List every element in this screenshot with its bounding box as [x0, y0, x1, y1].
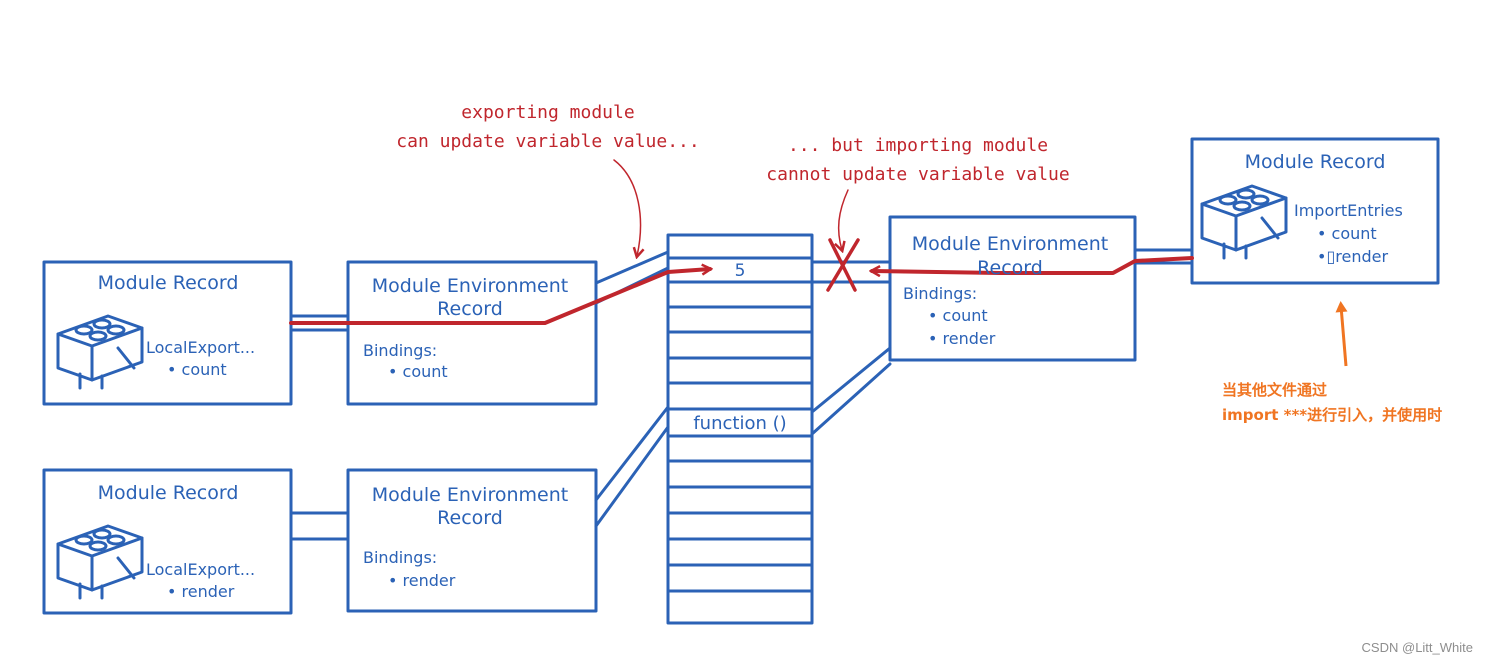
import-blocked-arrow: [872, 256, 1194, 273]
env-record-title-line2: Record: [437, 298, 503, 320]
binding-item: • render: [388, 571, 456, 590]
binding-item: • render: [928, 329, 996, 348]
import-usage-note-line1: 当其他文件通过: [1222, 381, 1328, 399]
memory-slot-value: 5: [735, 261, 746, 281]
import-entries-label: ImportEntries: [1294, 201, 1403, 220]
bindings-label: Bindings:: [903, 284, 977, 303]
watermark: CSDN @Litt_White: [1361, 640, 1473, 655]
env-record-title-line1: Module Environment: [372, 275, 568, 297]
binding-item: • count: [928, 306, 988, 325]
import-usage-note-line2: import ***进行引入，并使用时: [1222, 406, 1443, 424]
env-record-box-count: [346, 260, 598, 406]
import-item: • count: [1317, 224, 1377, 243]
blocked-cross-icon: [826, 238, 860, 292]
env-record-title-line2: Record: [977, 257, 1043, 279]
function-slot-label: function (): [693, 413, 786, 434]
lego-brick-icon: [1200, 184, 1288, 260]
export-update-arrow: [289, 269, 710, 325]
env-record-box-import: [888, 215, 1137, 362]
export-item: • render: [167, 582, 235, 601]
local-export-label: LocalExport...: [146, 338, 255, 357]
memory-column: [666, 233, 814, 625]
module-record-box-render: [42, 468, 293, 615]
module-record-title: Module Record: [98, 272, 239, 294]
env-record-box-render: [346, 468, 598, 613]
bindings-label: Bindings:: [363, 341, 437, 360]
importing-pointer-arrow: [839, 189, 849, 250]
local-export-label: LocalExport...: [146, 560, 255, 579]
importing-annotation-line1: ... but importing module: [788, 135, 1048, 156]
env-record-title-line1: Module Environment: [372, 484, 568, 506]
module-record-box-count: [42, 260, 293, 406]
lego-brick-icon: [56, 524, 144, 600]
import-usage-note: 当其他文件通过 import ***进行引入，并使用时: [1222, 378, 1442, 428]
binding-item: • count: [388, 362, 448, 381]
bindings-label: Bindings:: [363, 548, 437, 567]
exporting-annotation-line1: exporting module: [461, 102, 634, 123]
lego-brick-icon: [56, 314, 144, 390]
module-record-title: Module Record: [98, 482, 239, 504]
env-record-title-line2: Record: [437, 507, 503, 529]
exporting-annotation-line2: can update variable value...: [396, 131, 699, 152]
export-item: • count: [167, 360, 227, 379]
module-record-box-import: [1190, 137, 1440, 285]
exporting-pointer-arrow: [613, 159, 640, 256]
env-record-title-line1: Module Environment: [912, 233, 1108, 255]
importing-annotation-line2: cannot update variable value: [766, 164, 1069, 185]
module-record-title: Module Record: [1245, 151, 1386, 173]
import-item: •▯render: [1317, 247, 1388, 266]
import-pointer-arrow: [1335, 301, 1348, 367]
